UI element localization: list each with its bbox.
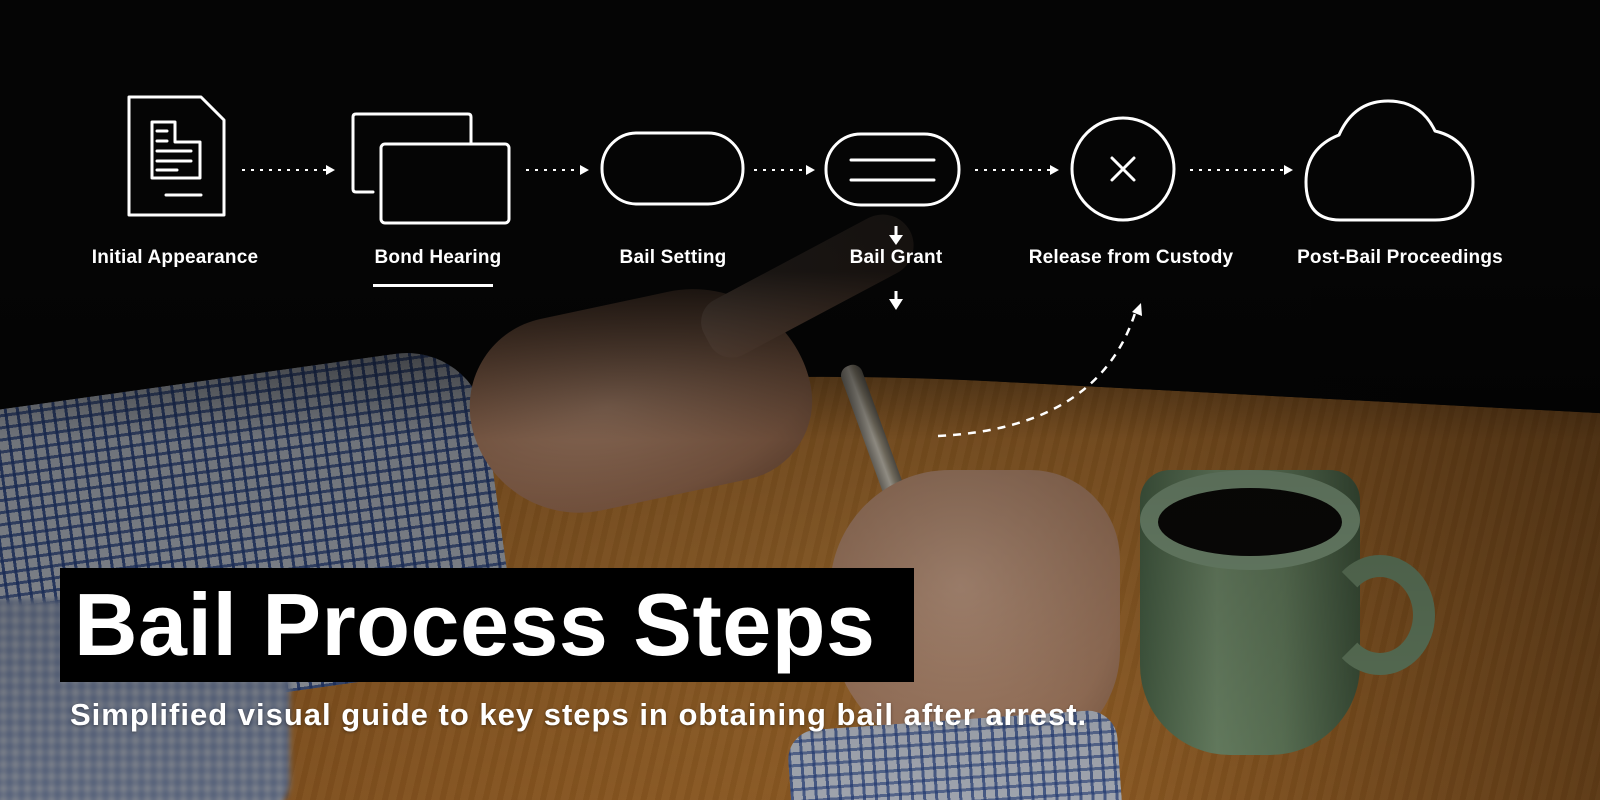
- arrow-right-icon: [580, 165, 589, 175]
- step-label-bail-setting: Bail Setting: [619, 247, 727, 268]
- dashed-curve-arrow: [937, 303, 1142, 438]
- arrow-right-icon: [326, 165, 335, 175]
- step-label-bail-grant: Bail Grant: [849, 247, 943, 268]
- document-icon: [127, 95, 226, 217]
- step-label-initial-appearance: Initial Appearance: [91, 247, 259, 268]
- title-background: [60, 568, 914, 682]
- arrow-right-icon: [806, 165, 815, 175]
- down-arrow-icon: [889, 291, 903, 310]
- bond-hearing-underline: [373, 284, 493, 287]
- circle-x-icon: [1070, 116, 1176, 222]
- subtitle: Simplified visual guide to key steps in …: [70, 697, 1088, 732]
- flow-icons: [127, 95, 1475, 438]
- arrow-right-icon: [1284, 165, 1293, 175]
- process-flow: Initial Appearance Bond Hearing Bail Set…: [91, 95, 1503, 438]
- stacked-cards-icon: [351, 112, 511, 225]
- step-label-post-bail-proceedings: Post-Bail Proceedings: [1297, 247, 1503, 268]
- arrow-heads: [326, 165, 1293, 175]
- arrow-right-icon: [1050, 165, 1059, 175]
- pill-lines-icon: [824, 132, 961, 207]
- rounded-rectangle-icon: [600, 131, 745, 206]
- cloud-icon: [1304, 99, 1475, 222]
- step-label-bond-hearing: Bond Hearing: [374, 247, 502, 268]
- step-label-release-from-custody: Release from Custody: [1028, 247, 1234, 268]
- page-title: Bail Process Steps: [74, 575, 876, 674]
- down-arrow-icon: [889, 226, 903, 245]
